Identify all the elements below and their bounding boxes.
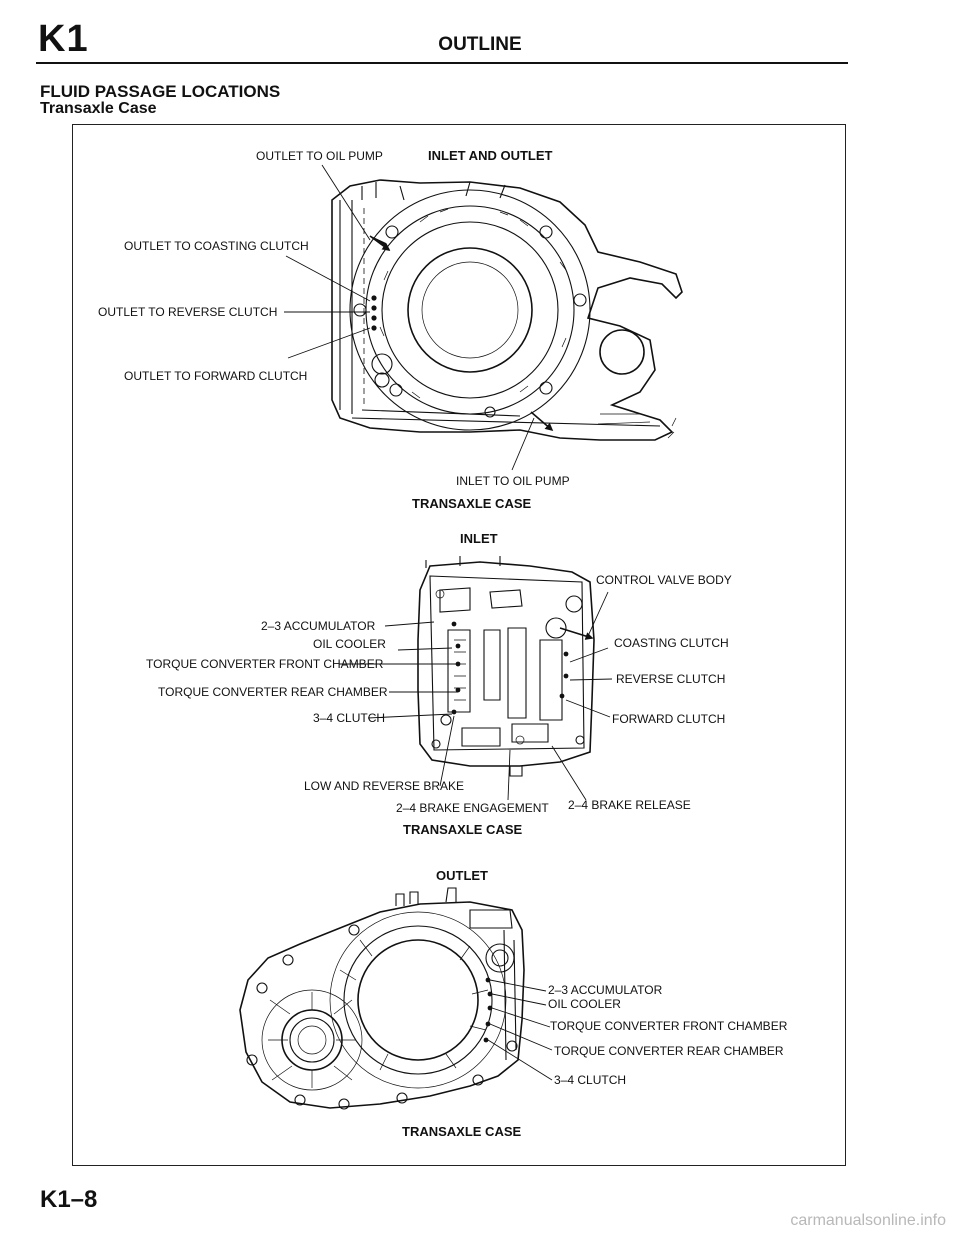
section-title: FLUID PASSAGE LOCATIONS	[40, 82, 281, 101]
label-torque-converter-rear-chamber: TORQUE CONVERTER REAR CHAMBER	[158, 685, 388, 699]
label-inlet-to-oil-pump: INLET TO OIL PUMP	[456, 474, 570, 488]
label-outlet-2-3-accumulator: 2–3 ACCUMULATOR	[548, 983, 663, 997]
fig1-heading: INLET AND OUTLET	[428, 148, 553, 163]
figure-frame	[72, 124, 846, 1166]
label-reverse-clutch: REVERSE CLUTCH	[616, 672, 725, 686]
section-subtitle: Transaxle Case	[40, 100, 157, 117]
fig1-leaders	[284, 164, 535, 471]
label-control-valve-body: CONTROL VALVE BODY	[596, 573, 732, 587]
label-2-4-brake-release: 2–4 BRAKE RELEASE	[568, 798, 691, 812]
figure-inlet: INLET	[146, 531, 732, 837]
fig3-leaders	[487, 979, 553, 1081]
fig2-leaders	[339, 591, 613, 801]
label-outlet-to-forward-clutch: OUTLET TO FORWARD CLUTCH	[124, 369, 307, 383]
label-low-and-reverse-brake: LOW AND REVERSE BRAKE	[304, 779, 464, 793]
fig1-case-drawing	[331, 179, 683, 441]
fig2-valve-body-drawing	[417, 556, 595, 777]
label-outlet-to-reverse-clutch: OUTLET TO REVERSE CLUTCH	[98, 305, 277, 319]
label-oil-cooler: OIL COOLER	[313, 637, 386, 651]
fig2-caption: TRANSAXLE CASE	[403, 822, 523, 837]
label-forward-clutch: FORWARD CLUTCH	[612, 712, 725, 726]
label-outlet-to-oil-pump: OUTLET TO OIL PUMP	[256, 149, 383, 163]
fig3-caption: TRANSAXLE CASE	[402, 1124, 522, 1139]
label-3-4-clutch: 3–4 CLUTCH	[313, 711, 385, 725]
label-2-3-accumulator: 2–3 ACCUMULATOR	[261, 619, 376, 633]
fig3-heading: OUTLET	[436, 868, 488, 883]
fig3-case-drawing	[239, 887, 525, 1110]
watermark: carmanualsonline.info	[790, 1212, 946, 1229]
label-outlet-tc-rear-chamber: TORQUE CONVERTER REAR CHAMBER	[554, 1044, 784, 1058]
fig2-heading: INLET	[460, 531, 498, 546]
label-coasting-clutch: COASTING CLUTCH	[614, 636, 729, 650]
figure-inlet-outlet: INLET AND OUTLET	[98, 148, 683, 511]
figure-outlet: OUTLET	[239, 868, 788, 1139]
label-2-4-brake-engagement: 2–4 BRAKE ENGAGEMENT	[396, 801, 549, 815]
page-header-title: OUTLINE	[438, 34, 522, 55]
label-outlet-3-4-clutch: 3–4 CLUTCH	[554, 1073, 626, 1087]
label-outlet-oil-cooler: OIL COOLER	[548, 997, 621, 1011]
fig1-caption: TRANSAXLE CASE	[412, 496, 532, 511]
section-code: K1	[38, 18, 89, 60]
header-rule	[36, 62, 848, 64]
label-outlet-to-coasting-clutch: OUTLET TO COASTING CLUTCH	[124, 239, 309, 253]
label-outlet-tc-front-chamber: TORQUE CONVERTER FRONT CHAMBER	[550, 1019, 788, 1033]
page-number: K1–8	[40, 1186, 98, 1213]
label-torque-converter-front-chamber: TORQUE CONVERTER FRONT CHAMBER	[146, 657, 384, 671]
